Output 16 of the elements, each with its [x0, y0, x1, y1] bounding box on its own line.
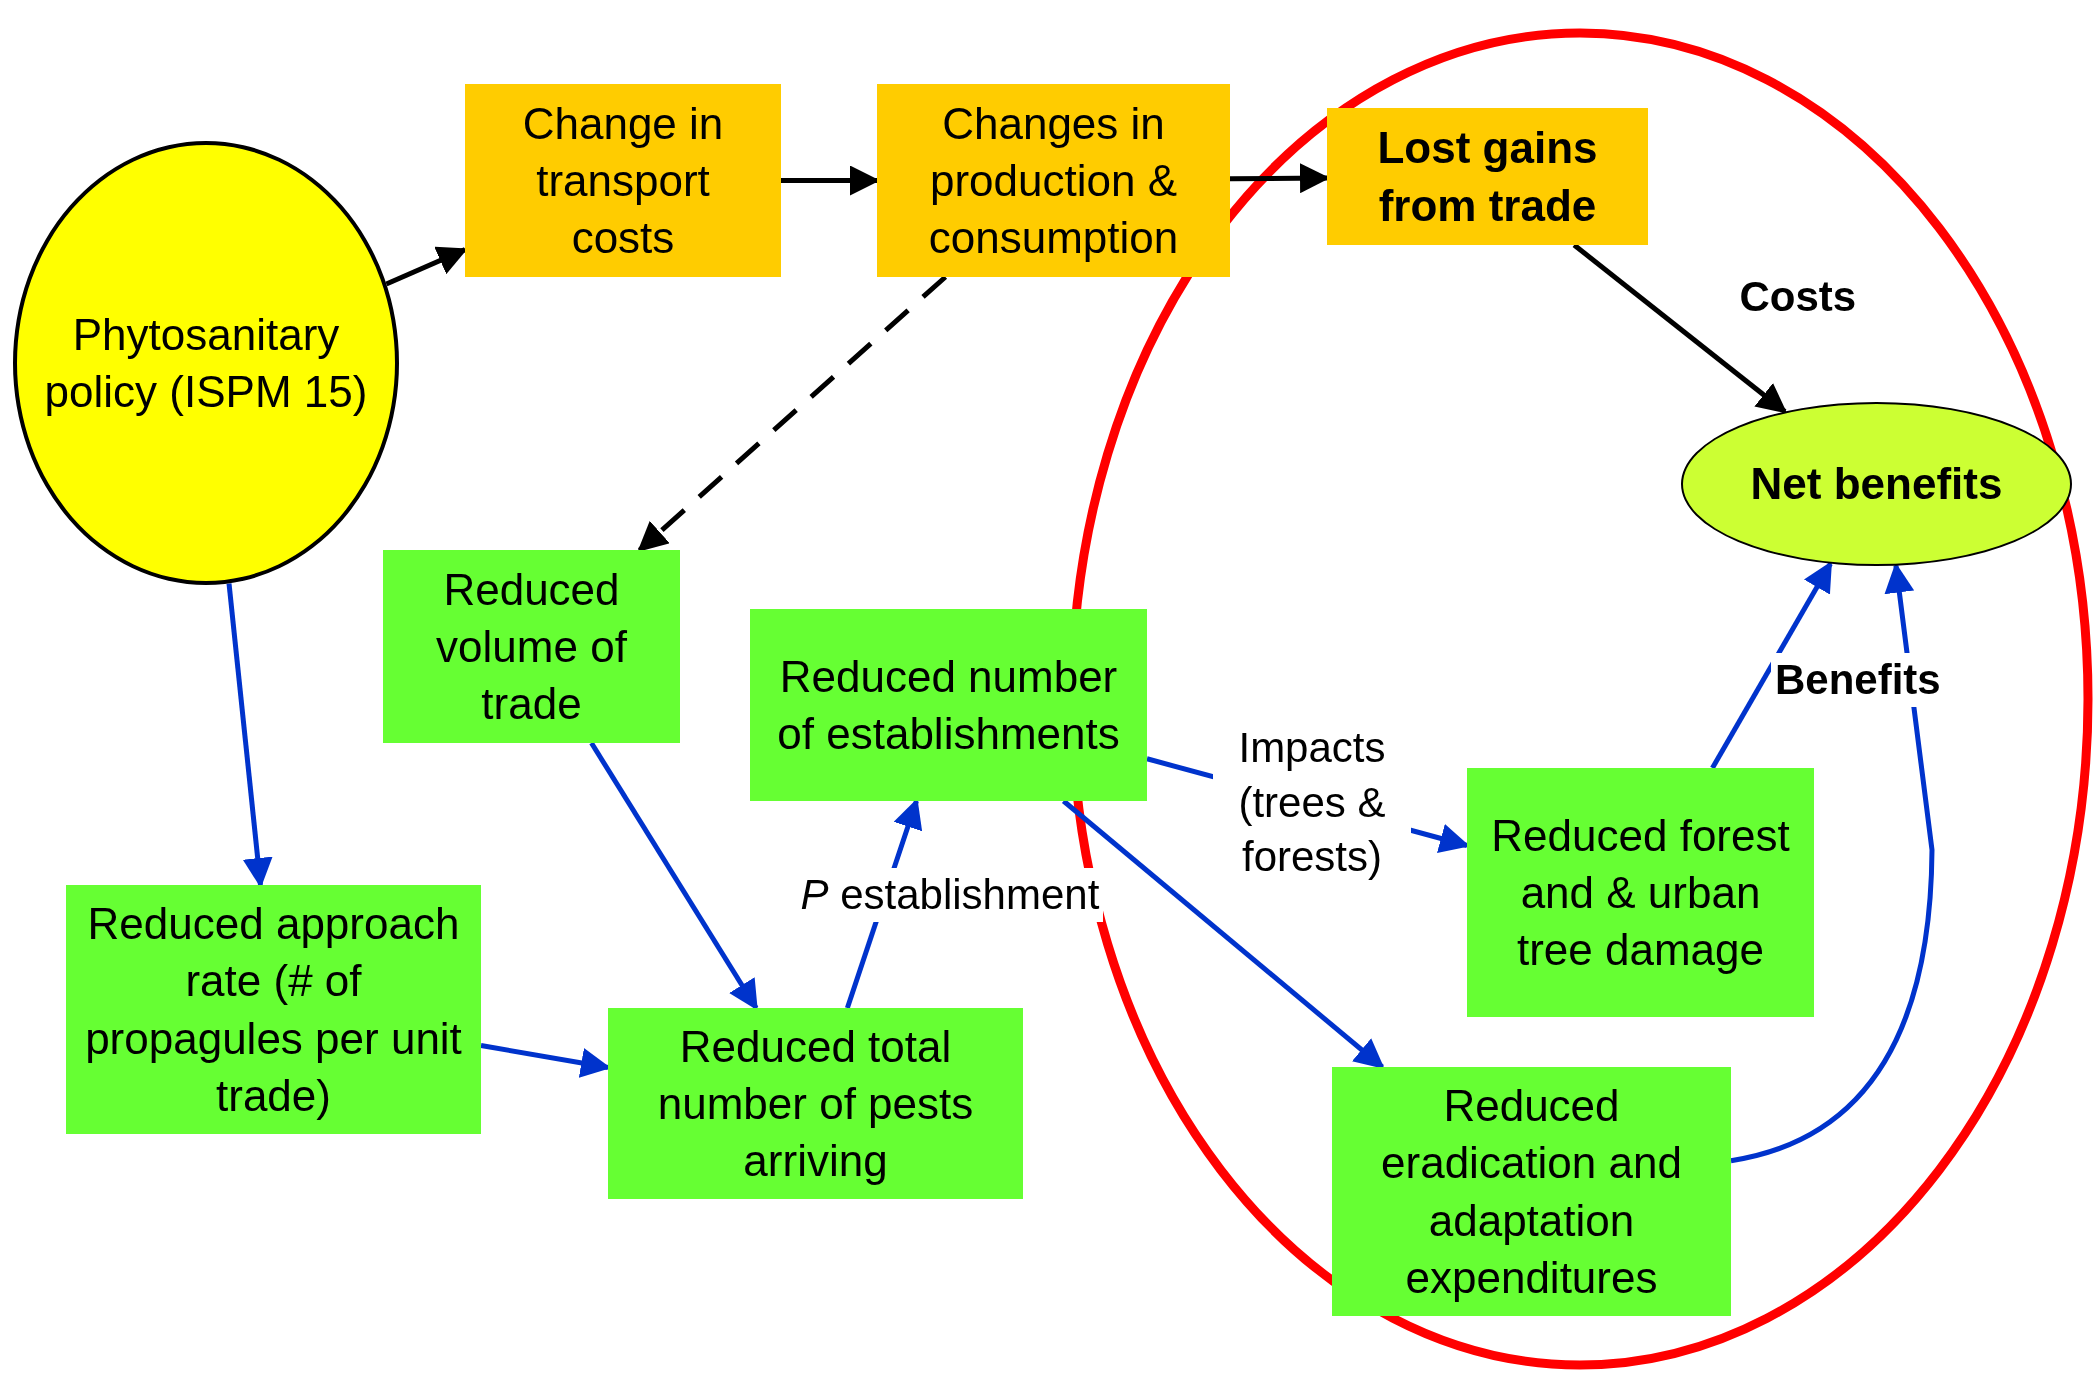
process-box: Reduced eradication and adaptation expenditures [1332, 1067, 1731, 1316]
policy-ellipse: Phytosanitary policy (ISPM 15) [13, 141, 399, 585]
process-box: Reduced number of establishments [750, 609, 1147, 801]
arrow [589, 741, 759, 1011]
arrow [1572, 243, 1788, 414]
arrow [1061, 799, 1385, 1069]
process-box: Reduced total number of pests arriving [608, 1008, 1023, 1199]
process-box: Lost gains from trade [1327, 108, 1648, 245]
process-box: Reduced approach rate (# of propagules per unit trade) [66, 885, 481, 1134]
process-box: Reduced forest and & urban tree damage [1467, 768, 1814, 1017]
dashed-arrow [637, 275, 948, 552]
outcome-ellipse: Net benefits [1681, 402, 2072, 566]
arrow [226, 583, 273, 888]
process-box: Reduced volume of trade [383, 550, 680, 743]
process-box: Changes in production & consumption [877, 84, 1230, 277]
process-box: Change in transport costs [465, 84, 781, 277]
